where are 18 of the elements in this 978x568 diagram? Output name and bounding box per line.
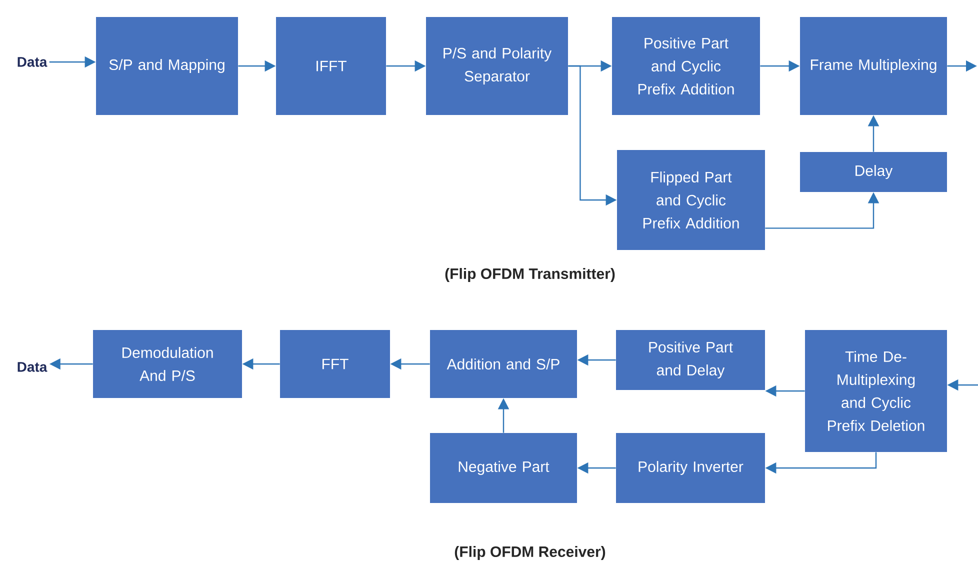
process-box: FFT (280, 330, 390, 398)
process-box: S/P and Mapping (96, 17, 238, 115)
process-box: Negative Part (430, 433, 577, 503)
process-box: Demodulation And P/S (93, 330, 242, 398)
process-box: Time De-Multiplexing and Cyclic Prefix Deletion (805, 330, 947, 452)
process-box: Frame Multiplexing (800, 17, 947, 115)
process-box: Delay (800, 152, 947, 192)
process-box: Flipped Part and Cyclic Prefix Addition (617, 150, 765, 250)
process-box: Polarity Inverter (616, 433, 765, 503)
process-box: IFFT (276, 17, 386, 115)
data-label: Data (18, 362, 48, 372)
process-box: Positive Part and Cyclic Prefix Addition (612, 17, 760, 115)
process-box: P/S and Polarity Separator (426, 17, 568, 115)
data-label: Data (18, 57, 48, 67)
caption: (Flip OFDM Receiver) (454, 546, 606, 560)
caption: (Flip OFDM Transmitter) (445, 268, 615, 282)
process-box: Positive Part and Delay (616, 330, 765, 390)
process-box: Addition and S/P (430, 330, 577, 398)
